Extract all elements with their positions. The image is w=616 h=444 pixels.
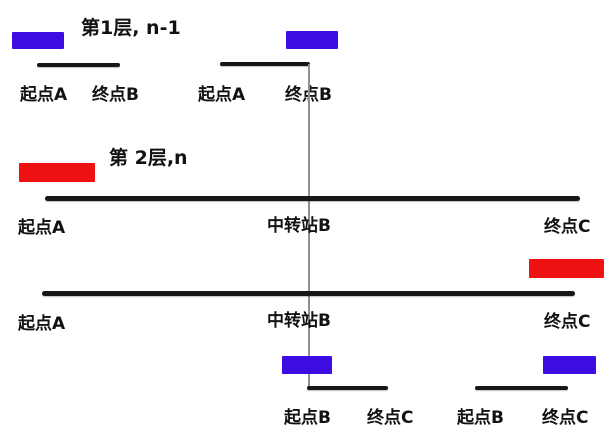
layer2-title: 第 2层,n — [109, 147, 188, 169]
layer2-route2-start-label: 起点A — [18, 314, 66, 334]
subsegment1-train-block — [282, 356, 332, 374]
layer2-route1-train-block — [19, 163, 95, 182]
layer1-segment1-track-line — [37, 63, 120, 67]
layer1-segment1-train-block — [12, 32, 64, 49]
layer2-route1-start-label: 起点A — [18, 218, 66, 238]
layer2-route1-track-line — [45, 196, 580, 201]
subsegment2-train-block — [543, 356, 596, 374]
subsegment1-end-label: 终点C — [367, 408, 414, 428]
layer2-route1-transfer-label: 中转站B — [267, 216, 331, 236]
subsegment1-track-line — [307, 386, 388, 390]
layer1-segment1-end-label: 终点B — [92, 85, 139, 105]
subsegment1-start-label: 起点B — [284, 408, 331, 428]
layer1-segment2-start-label: 起点A — [198, 85, 246, 105]
layer2-route2-train-block — [529, 259, 604, 278]
layer1-segment2-train-block — [286, 31, 338, 49]
station-b-connector-line — [308, 64, 310, 388]
layer2-route2-track-line — [42, 291, 575, 296]
layer2-route2-transfer-label: 中转站B — [267, 311, 331, 331]
subsegment2-start-label: 起点B — [457, 408, 504, 428]
layer2-route1-end-label: 终点C — [544, 217, 591, 237]
layer1-segment1-start-label: 起点A — [20, 85, 68, 105]
layer1-segment2-track-line — [220, 62, 310, 66]
layer2-route2-end-label: 终点C — [544, 312, 591, 332]
subsegment2-track-line — [475, 386, 568, 390]
subsegment2-end-label: 终点C — [542, 408, 589, 428]
layer1-title: 第1层, n-1 — [81, 17, 181, 39]
